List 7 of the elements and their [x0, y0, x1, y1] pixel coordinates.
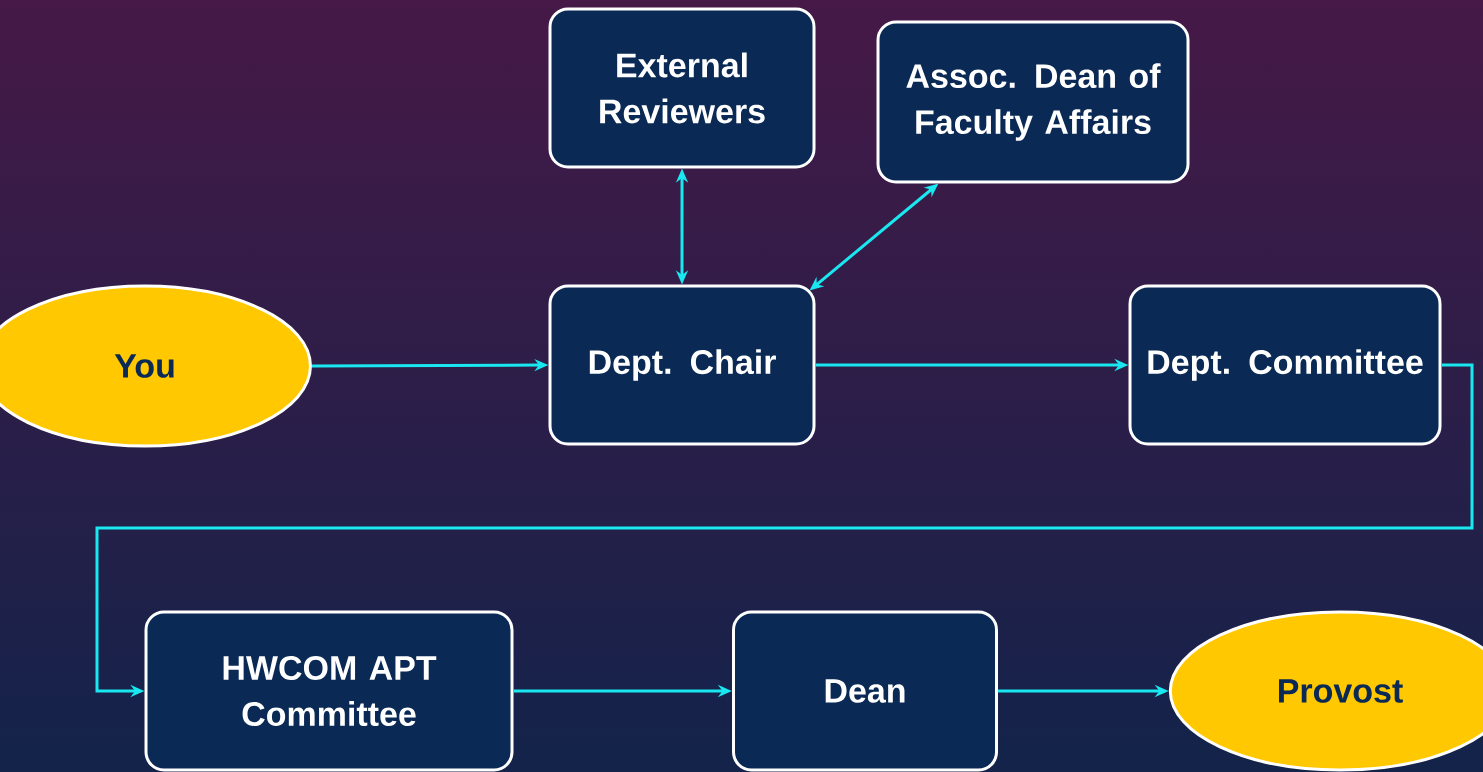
process-box: Dept. Chair: [548, 284, 816, 446]
process-box: Dept. Committee: [1128, 284, 1442, 446]
process-box: Assoc. Dean of Faculty Affairs: [876, 20, 1190, 184]
start-end-oval: Provost: [1168, 610, 1483, 772]
process-box: Dean: [732, 610, 998, 772]
process-box: HWCOM APT Committee: [144, 610, 514, 772]
process-box: External Reviewers: [548, 7, 816, 169]
